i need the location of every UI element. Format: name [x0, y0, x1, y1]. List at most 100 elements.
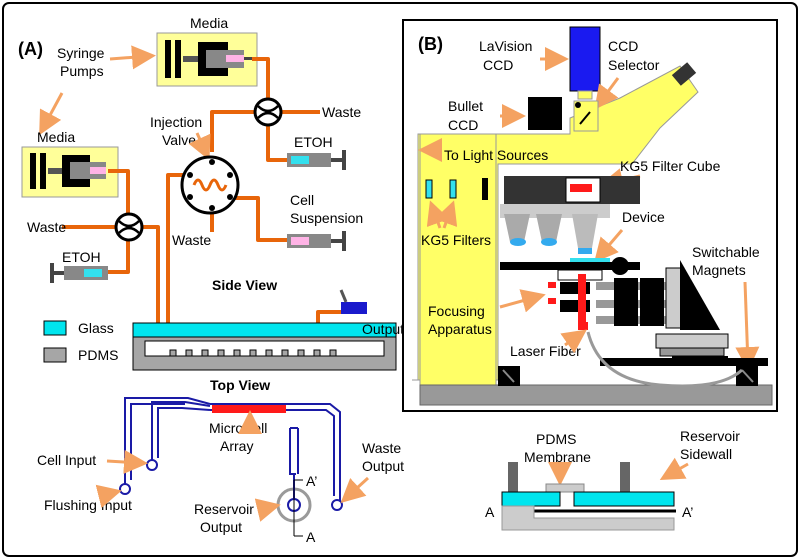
kg5-filter-1 [425, 179, 433, 199]
arrow-ccd-selector [594, 77, 620, 110]
panel-b-label: (B) [418, 34, 443, 54]
laser-fiber-label: Laser Fiber [510, 343, 581, 359]
switchable-magnets-label-line1: Switchable [692, 244, 760, 260]
cell-suspension-label-line2: Suspension [290, 210, 363, 226]
pdms-membrane-label-line2: Membrane [524, 449, 591, 465]
xyz-stage [655, 333, 729, 360]
kg5-filters-label: KG5 Filters [421, 232, 491, 248]
switch-valve-left-icon [114, 212, 144, 242]
arrow-injection-valve [188, 132, 211, 161]
cross-section-label-aprime: A’ [682, 504, 693, 520]
cross-section-label-a: A [485, 504, 495, 520]
laser-fiber-cable [586, 331, 744, 388]
magnet-right-mark [741, 369, 754, 383]
panel-a: (A) Syringe Pumps Media Media [18, 15, 404, 545]
etoh-left-label: ETOH [62, 249, 101, 265]
lavision-ccd-label-line1: LaVision [479, 38, 532, 54]
side-view-microwells [169, 349, 337, 357]
arrow-reservoir-sidewall [659, 457, 689, 480]
stage-plate [500, 262, 640, 270]
kg5-filter-3 [482, 178, 488, 200]
kg5-filter-cube-label: KG5 Filter Cube [620, 158, 721, 174]
to-light-sources-label: To Light Sources [444, 147, 548, 163]
cross-section-sidewall-left [508, 462, 518, 492]
pdms-membrane-label-line1: PDMS [536, 431, 576, 447]
side-view-label: Side View [212, 277, 277, 293]
arrow-focusing-apparatus [499, 289, 546, 313]
ccd-selector-label-line1: CCD [608, 38, 638, 54]
legend-glass-label: Glass [78, 320, 114, 336]
media-top-label: Media [190, 15, 228, 31]
arrow-reservoir-output [254, 498, 281, 522]
lavision-ccd-neck [577, 90, 593, 100]
microscope-base-yellow [419, 133, 497, 387]
legend-glass-swatch [43, 320, 67, 336]
arrow-kg5-filters-2 [434, 200, 458, 229]
focusing-apparatus-label-line1: Focusing [428, 303, 485, 319]
reservoir-sidewall-label-line2: Sidewall [680, 446, 732, 462]
lavision-ccd-label-line2: CCD [483, 57, 513, 73]
cross-section: PDMS Membrane Reservoir Sidewall A A’ [485, 428, 740, 531]
device-label: Device [622, 209, 665, 225]
cross-section-sidewall-right [620, 462, 630, 492]
arrow-device [594, 229, 624, 263]
waste-output-label-line2: Output [362, 458, 404, 474]
bullet-ccd-label-line2: CCD [448, 117, 478, 133]
cell-suspension-label-line1: Cell [290, 192, 314, 208]
section-label-aprime: A’ [306, 473, 317, 489]
arrow-switchable-magnets [735, 281, 760, 371]
reservoir-output-label-line1: Reservoir [194, 501, 254, 517]
device-chip [570, 258, 610, 262]
microscope-base [419, 384, 773, 406]
arrow-cell-input [106, 449, 148, 474]
kg5-filter-2 [449, 179, 457, 199]
arrow-syringe-to-left-pump [39, 92, 64, 136]
waste-right-label: Waste [322, 104, 361, 120]
syringe-cell-suspension-icon [287, 231, 346, 251]
reservoir-sidewall-label-line1: Reservoir [680, 428, 740, 444]
microwell-array-label-line2: Array [220, 438, 253, 454]
arrow-waste-output [340, 476, 370, 504]
syringe-pumps-label-line1: Syringe [57, 45, 105, 61]
bullet-ccd-camera [528, 97, 562, 130]
cross-section-glass-right [573, 491, 675, 507]
flushing-input-label: Flushing Input [44, 497, 132, 513]
syringe-pumps-label-line2: Pumps [60, 63, 104, 79]
cell-input-label: Cell Input [37, 452, 96, 468]
objective-turret [500, 204, 610, 254]
stage-knob [611, 257, 629, 275]
reservoir-output-label-line2: Output [200, 519, 242, 535]
output-valve-icon [339, 289, 367, 314]
filter-cube-red [570, 184, 592, 192]
syringe-etoh-left-icon [50, 263, 108, 283]
output-label: Output [362, 321, 404, 337]
eyepiece [671, 62, 697, 86]
etoh-right-label: ETOH [294, 134, 333, 150]
cell-input-port [146, 459, 158, 471]
bullet-ccd-label-line1: Bullet [448, 98, 483, 114]
cross-section-pdms [501, 505, 675, 531]
panel-a-label: (A) [18, 39, 43, 59]
focusing-apparatus-label-line2: Apparatus [428, 321, 492, 337]
switchable-magnets-label-line2: Magnets [692, 262, 746, 278]
cross-section-membrane [545, 483, 585, 493]
injection-valve-icon [180, 155, 240, 215]
ccd-selector-mirror [579, 111, 591, 125]
arrow-syringe-to-top-pump [109, 45, 156, 70]
arrow-laser-fiber [560, 329, 587, 354]
waste-valve-label: Waste [172, 232, 211, 248]
legend-pdms-swatch [43, 347, 67, 363]
arrow-flushing-input [95, 484, 122, 509]
top-view-channels [124, 397, 341, 502]
syringe-pump-left-icon [30, 153, 106, 189]
syringe-pump-top-icon [165, 40, 252, 78]
magnet-left-mark [502, 369, 515, 383]
side-view-pdms [132, 336, 397, 371]
waste-left-label: Waste [27, 219, 66, 235]
magnet-bar [600, 358, 768, 366]
media-left-label: Media [37, 129, 75, 145]
focusing-apparatus [548, 260, 720, 330]
side-view-glass [132, 322, 397, 338]
